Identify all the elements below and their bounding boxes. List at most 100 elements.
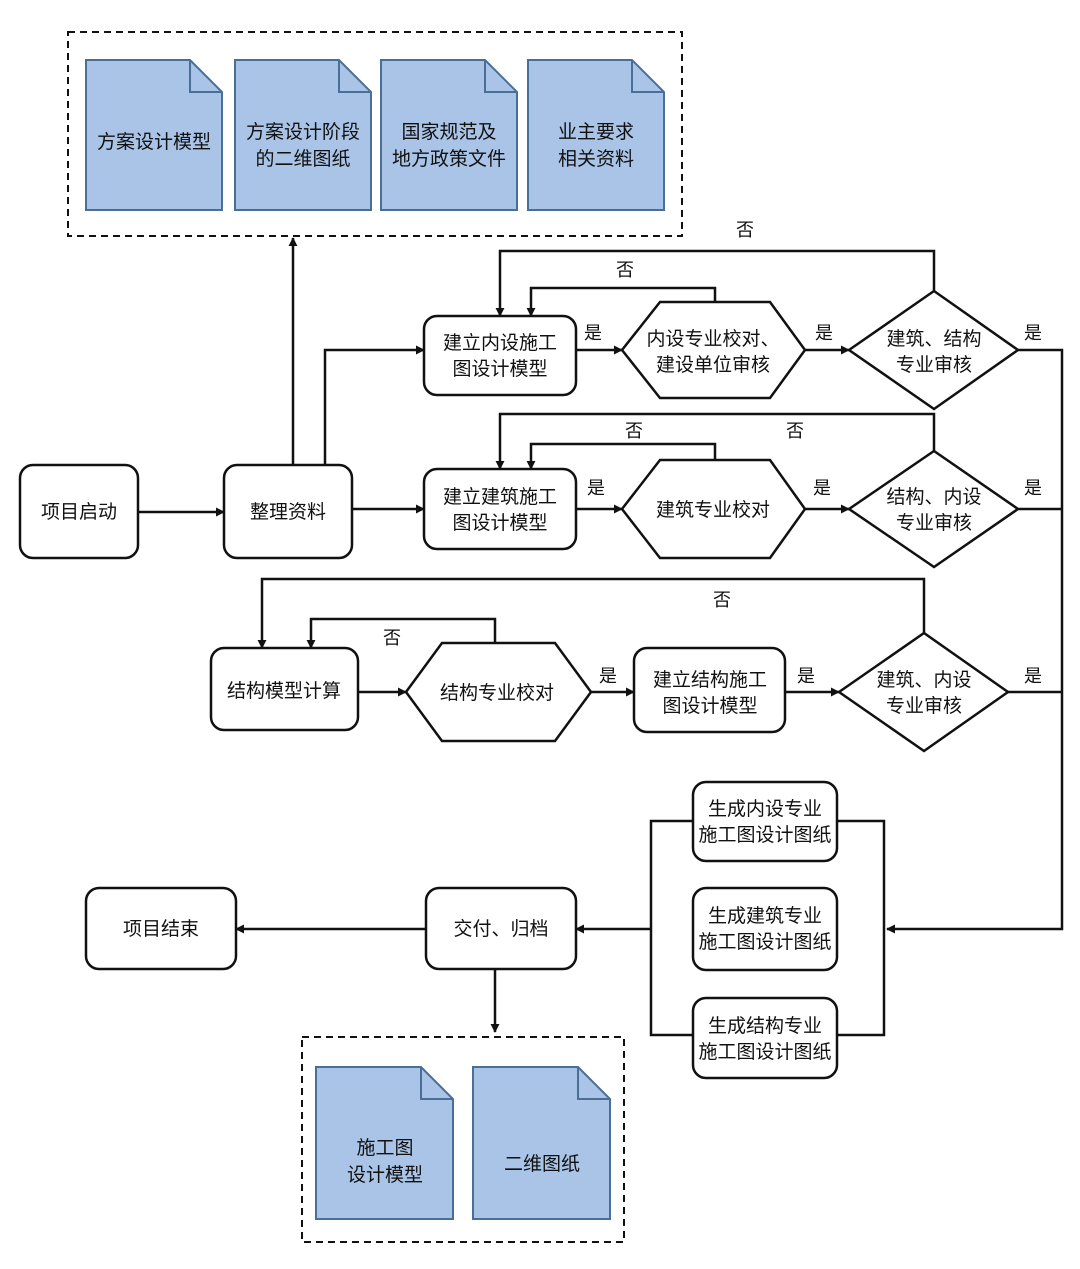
- output-doc-2d-drawings: 二维图纸: [472, 1066, 611, 1220]
- node-deliver-archive-line: 交付、归档: [453, 918, 548, 940]
- node-struct-check-line: 结构专业校对: [440, 682, 554, 704]
- node-arch-check-line: 建筑专业校对: [656, 499, 770, 521]
- input-doc-scheme-model-label: 方案设计模型: [97, 131, 211, 153]
- input-doc-regulations: 国家规范及地方政策文件: [380, 59, 518, 211]
- generation-bracket-right: [837, 819, 886, 1037]
- node-struct-calc-line: 结构模型计算: [227, 680, 341, 702]
- node-gen-arch-line1: 生成建筑专业: [708, 905, 822, 927]
- node-interior-review-line2: 专业审核: [896, 354, 972, 376]
- node-struct-check: 结构专业校对: [404, 641, 593, 743]
- input-doc-scheme-model: 方案设计模型: [85, 59, 223, 211]
- edge-labels: 是 是 是 否 否 是 是 是 否 否 是 是 是 否 否: [383, 220, 1042, 687]
- node-interior-check: 内设专业校对、建设单位审核: [620, 300, 807, 400]
- output-doc-construction-model-label: 施工图设计模型: [347, 1137, 423, 1186]
- yes-label-struct-model: 是: [797, 666, 815, 687]
- node-project-end-label: 项目结束: [123, 918, 199, 940]
- edge-interior-check-no: [526, 286, 717, 317]
- node-interior-review: 建筑、结构专业审核: [846, 289, 1021, 411]
- output-doc-construction-model-line1: 施工图: [356, 1137, 413, 1159]
- no-label-arch-review: 否: [786, 421, 804, 442]
- node-struct-model-line2: 图设计模型: [662, 695, 757, 717]
- edge-interior-review-no: [495, 249, 936, 317]
- output-doc-construction-model-line2: 设计模型: [347, 1164, 423, 1186]
- node-project-start: 项目启动: [18, 463, 140, 560]
- node-interior-model-label: 建立内设施工图设计模型: [443, 332, 557, 380]
- input-doc-owner-requirements: 业主要求相关资料: [527, 59, 665, 211]
- no-label-interior-check: 否: [616, 260, 634, 281]
- yes-label-interior-check: 是: [815, 323, 833, 344]
- node-struct-calc: 结构模型计算: [209, 646, 360, 732]
- node-struct-calc-label: 结构模型计算: [227, 680, 341, 702]
- yes-label-arch-check: 是: [813, 478, 831, 499]
- node-gen-interior: 生成内设专业施工图设计图纸: [691, 780, 839, 863]
- node-gen-interior-label: 生成内设专业施工图设计图纸: [698, 798, 831, 846]
- node-interior-model: 建立内设施工图设计模型: [422, 314, 578, 397]
- node-arch-review-line1: 结构、内设: [886, 486, 981, 508]
- node-struct-model: 建立结构施工图设计模型: [632, 646, 787, 734]
- no-label-struct-review: 否: [713, 590, 731, 611]
- yes-label-arch-review: 是: [1024, 478, 1042, 499]
- edge-arch-review-no: [495, 412, 936, 470]
- node-deliver-archive-label: 交付、归档: [453, 918, 548, 940]
- input-doc-regulations-label: 国家规范及地方政策文件: [392, 121, 506, 170]
- node-interior-check-line1: 内设专业校对、: [646, 328, 779, 350]
- input-doc-owner-requirements-label: 业主要求相关资料: [558, 121, 634, 170]
- node-struct-check-label: 结构专业校对: [440, 682, 554, 704]
- node-interior-model-line2: 图设计模型: [452, 358, 547, 380]
- yes-label-arch-model: 是: [587, 478, 605, 499]
- yes-label-struct-check: 是: [599, 666, 617, 687]
- node-struct-review-line2: 专业审核: [886, 695, 962, 717]
- yes-label-struct-review: 是: [1024, 666, 1042, 687]
- node-gen-struct-label: 生成结构专业施工图设计图纸: [698, 1015, 831, 1063]
- output-doc-2d-drawings-line: 二维图纸: [504, 1153, 580, 1175]
- input-doc-owner-requirements-line2: 相关资料: [558, 148, 634, 170]
- node-organize-materials: 整理资料: [222, 463, 354, 560]
- output-doc-construction-model: 施工图设计模型: [315, 1066, 454, 1220]
- node-project-end: 项目结束: [84, 886, 238, 971]
- input-doc-scheme-drawings-line1: 方案设计阶段: [246, 121, 360, 143]
- node-arch-review: 结构、内设专业审核: [846, 449, 1021, 569]
- input-doc-regulations-line1: 国家规范及: [401, 121, 496, 143]
- node-arch-check-label: 建筑专业校对: [656, 499, 770, 521]
- node-gen-arch-label: 生成建筑专业施工图设计图纸: [698, 905, 831, 953]
- node-project-start-label: 项目启动: [41, 501, 117, 523]
- output-doc-2d-drawings-label: 二维图纸: [504, 1153, 580, 1175]
- input-doc-scheme-model-line: 方案设计模型: [97, 131, 211, 153]
- input-doc-scheme-drawings-label: 方案设计阶段的二维图纸: [246, 121, 360, 170]
- node-interior-check-line2: 建设单位审核: [656, 354, 770, 376]
- node-gen-interior-line1: 生成内设专业: [708, 798, 822, 820]
- edge-struct-review-no: [257, 577, 926, 649]
- node-arch-model-line1: 建立建筑施工: [443, 486, 557, 508]
- no-label-interior-review: 否: [736, 220, 754, 241]
- no-label-struct-check: 否: [383, 628, 401, 649]
- node-struct-review-label: 建筑、内设专业审核: [876, 669, 971, 717]
- node-arch-review-line2: 专业审核: [896, 512, 972, 534]
- node-gen-struct: 生成结构专业施工图设计图纸: [691, 996, 839, 1080]
- node-gen-arch-line2: 施工图设计图纸: [698, 931, 831, 953]
- node-arch-model-line2: 图设计模型: [452, 512, 547, 534]
- node-arch-model: 建立建筑施工图设计模型: [422, 467, 578, 551]
- node-struct-review-line1: 建筑、内设: [876, 669, 971, 691]
- edge-arch-check-no: [526, 442, 717, 470]
- node-struct-model-line1: 建立结构施工: [653, 669, 767, 691]
- input-documents-group: [67, 31, 683, 237]
- edge-reviews-to-generation: [886, 348, 1064, 934]
- node-gen-struct-line1: 生成结构专业: [708, 1015, 822, 1037]
- yes-label-interior-model: 是: [584, 323, 602, 344]
- edge-struct-check-no: [306, 617, 497, 649]
- node-gen-arch: 生成建筑专业施工图设计图纸: [691, 886, 839, 972]
- output-documents-group: [301, 1036, 625, 1243]
- node-project-start-line: 项目启动: [41, 501, 117, 523]
- connectors: [138, 237, 1064, 1037]
- node-deliver-archive: 交付、归档: [424, 886, 578, 971]
- node-arch-check: 建筑专业校对: [620, 458, 807, 560]
- node-struct-model-label: 建立结构施工图设计模型: [653, 669, 767, 717]
- input-doc-scheme-drawings: 方案设计阶段的二维图纸: [234, 59, 372, 211]
- node-interior-check-label: 内设专业校对、建设单位审核: [646, 328, 779, 376]
- node-project-end-line: 项目结束: [123, 918, 199, 940]
- no-label-arch-check: 否: [625, 421, 643, 442]
- edge-organize-to-interior-model: [323, 345, 425, 465]
- input-doc-owner-requirements-line1: 业主要求: [558, 121, 634, 143]
- node-organize-materials-line: 整理资料: [250, 501, 326, 523]
- node-gen-interior-line2: 施工图设计图纸: [698, 824, 831, 846]
